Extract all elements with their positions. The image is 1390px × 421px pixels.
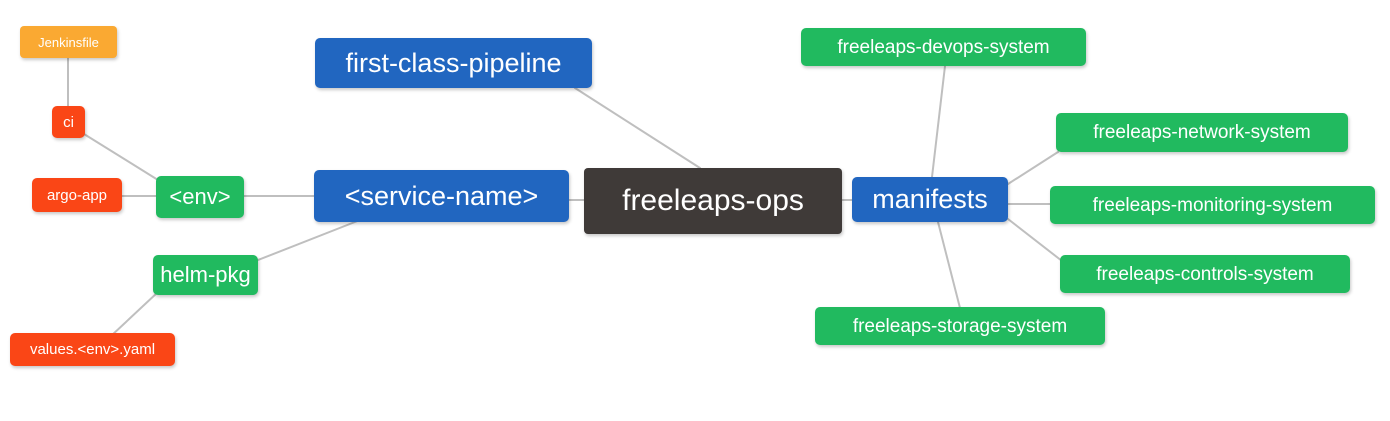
edge-manifests-controls (1007, 218, 1063, 262)
node-jenkinsfile-label: Jenkinsfile (38, 34, 99, 50)
node-freeleaps-monitoring-system-label: freeleaps-monitoring-system (1092, 194, 1333, 216)
edge-pipeline-root (574, 87, 701, 169)
node-values-yaml[interactable]: values.<env>.yaml (10, 333, 175, 366)
node-argo-app-label: argo-app (46, 186, 108, 204)
edge-manifests-storage (937, 221, 961, 309)
node-freeleaps-devops-system[interactable]: freeleaps-devops-system (801, 28, 1086, 66)
node-ci[interactable]: ci (52, 106, 85, 138)
node-jenkinsfile[interactable]: Jenkinsfile (20, 26, 117, 58)
node-root-freeleaps-ops[interactable]: freeleaps-ops (584, 168, 842, 234)
node-first-class-pipeline-label: first-class-pipeline (345, 47, 562, 78)
node-env-label: <env> (169, 184, 231, 209)
node-root-label: freeleaps-ops (622, 184, 804, 217)
edge-manifests-network (1007, 151, 1059, 185)
node-freeleaps-monitoring-system[interactable]: freeleaps-monitoring-system (1050, 186, 1375, 224)
node-freeleaps-controls-system-label: freeleaps-controls-system (1096, 263, 1314, 285)
node-helm-pkg[interactable]: helm-pkg (153, 255, 258, 295)
node-freeleaps-storage-system[interactable]: freeleaps-storage-system (815, 307, 1105, 345)
node-manifests[interactable]: manifests (852, 177, 1008, 222)
node-manifests-label: manifests (872, 184, 988, 214)
edge-helmpkg-servicename (252, 219, 361, 263)
node-service-name-label: <service-name> (344, 180, 539, 211)
node-service-name[interactable]: <service-name> (314, 170, 569, 222)
edge-ci-env (83, 133, 159, 181)
node-argo-app[interactable]: argo-app (32, 178, 122, 212)
node-freeleaps-network-system[interactable]: freeleaps-network-system (1056, 113, 1348, 152)
node-freeleaps-controls-system[interactable]: freeleaps-controls-system (1060, 255, 1350, 293)
node-helm-pkg-label: helm-pkg (160, 262, 251, 287)
node-values-yaml-label: values.<env>.yaml (29, 341, 156, 358)
edge-manifests-devops (931, 65, 946, 178)
node-freeleaps-network-system-label: freeleaps-network-system (1093, 122, 1311, 143)
node-env[interactable]: <env> (156, 176, 244, 218)
node-ci-label: ci (63, 113, 74, 131)
node-freeleaps-devops-system-label: freeleaps-devops-system (837, 36, 1050, 58)
edge-valuesyaml-helmpkg (110, 291, 159, 337)
node-first-class-pipeline[interactable]: first-class-pipeline (315, 38, 592, 88)
node-freeleaps-storage-system-label: freeleaps-storage-system (852, 315, 1068, 337)
